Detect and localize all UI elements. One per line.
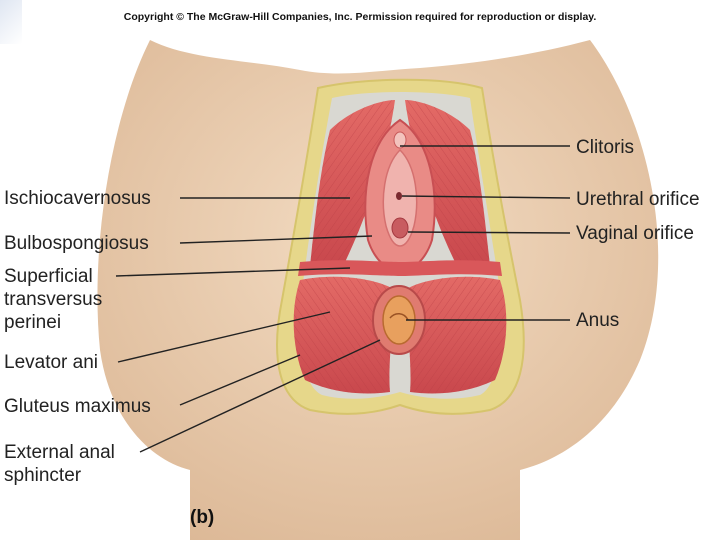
label-levator-ani: Levator ani <box>4 352 99 373</box>
label-anus: Anus <box>576 310 620 331</box>
clitoris <box>393 131 407 149</box>
superficial-transversus-perinei <box>298 260 502 276</box>
leader-external-anal-sphincter <box>139 339 381 453</box>
leader-levator-ani <box>117 311 331 363</box>
corner-decoration <box>0 0 22 44</box>
leader-bulbospongiosus <box>179 235 373 244</box>
label-superficial-transversus-perinei: Superficial transversus perinei <box>4 266 103 333</box>
leader-urethral <box>401 195 571 199</box>
label-bulbospongiosus: Bulbospongiosus <box>4 233 149 254</box>
label-gluteus-maximus: Gluteus maximus <box>4 396 151 417</box>
leader-gluteus <box>179 354 301 406</box>
copyright-notice: Copyright © The McGraw-Hill Companies, I… <box>123 11 597 23</box>
leader-superficial-transversus <box>115 267 351 277</box>
label-clitoris: Clitoris <box>576 137 635 158</box>
panel-label: (b) <box>190 507 215 528</box>
label-urethral-orifice: Urethral orifice <box>576 189 700 210</box>
label-external-anal-sphincter: External anal sphincter <box>4 442 115 486</box>
leader-lines <box>115 145 571 453</box>
label-vaginal-orifice: Vaginal orifice <box>576 223 694 244</box>
vaginal-orifice <box>391 217 409 239</box>
label-ischiocavernosus: Ischiocavernosus <box>4 188 151 209</box>
urethral-orifice <box>396 192 402 200</box>
leader-vaginal <box>407 231 571 234</box>
